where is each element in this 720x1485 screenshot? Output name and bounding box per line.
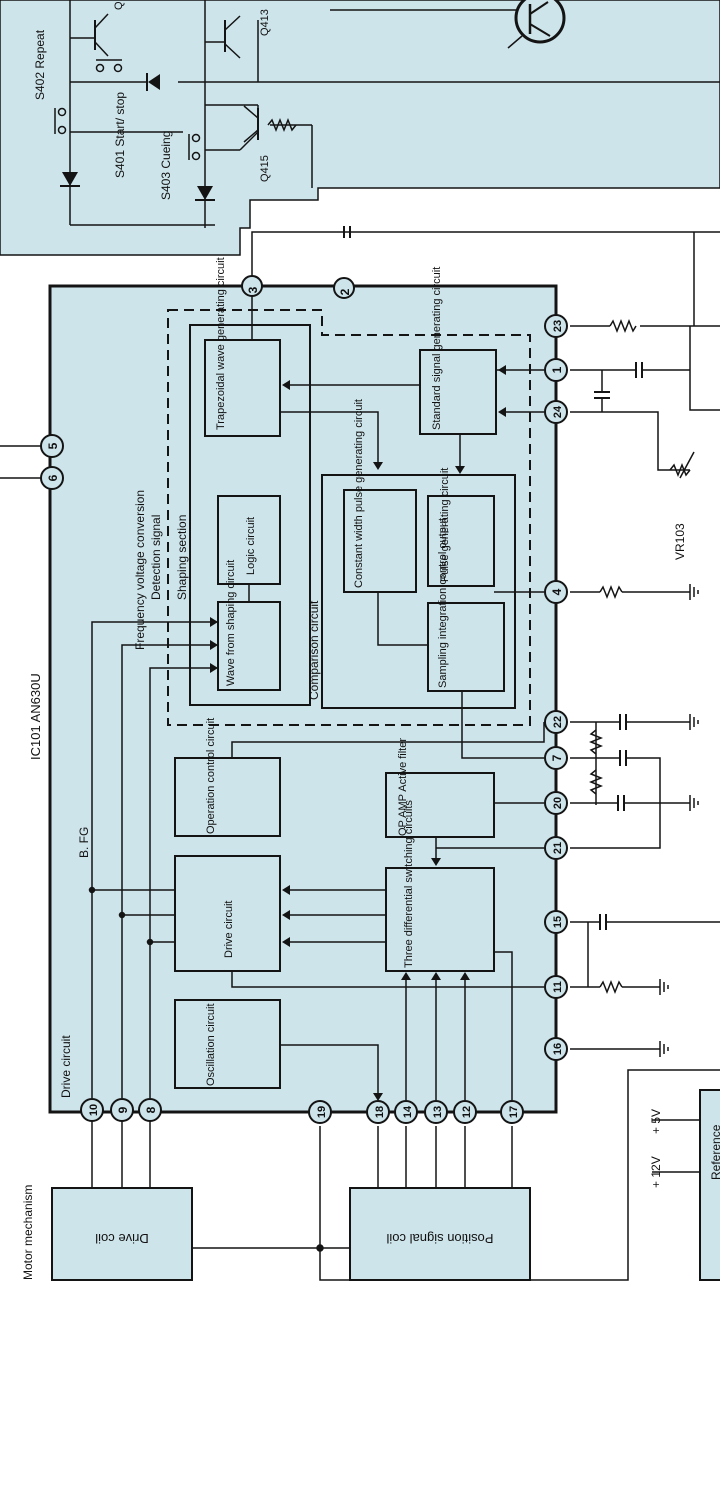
bfg-label: B. FG [77,827,91,858]
svg-text:18: 18 [374,1106,386,1118]
external-blocks: Drive coil Position signal coil Motor me… [21,523,720,1281]
v12-label: + 12V [649,1156,663,1188]
svg-text:17: 17 [508,1106,520,1118]
pin-12: 12 [453,1100,477,1124]
phototransistor-icon [507,0,566,49]
pin-20: 20 [544,791,568,815]
svg-text:13: 13 [432,1106,444,1118]
svg-text:24: 24 [552,405,564,418]
switch-panel: S402 Repeat S401 Start/ stop S403 Cueing… [0,0,720,256]
pin-1: 1 [544,358,568,382]
oscillation-label: Oscillation circuit [205,1003,217,1086]
pin-11: 11 [544,975,568,999]
pin-14: 14 [394,1100,418,1124]
s401-label: S401 Start/ stop [113,92,127,178]
position-coil-label: Position signal coil [386,1231,493,1246]
pin-18: 18 [366,1100,390,1124]
pin-3: 3 [241,275,263,297]
pin-2: 2 [333,277,355,299]
trapezoidal-label: Trapezoidal wave generating circuit [215,257,227,430]
q415-label: Q415 [259,155,271,182]
svg-text:16: 16 [552,1043,564,1055]
svg-text:1: 1 [550,366,564,373]
detection-label: Detection signal [149,515,163,600]
svg-text:3: 3 [246,286,260,293]
pin-markers: 3 2 23 1 24 5 6 4 22 7 20 21 15 11 16 10… [40,275,568,1124]
pin-15: 15 [544,910,568,934]
v5-label: + 5V [649,1109,663,1134]
q413-label: Q413 [259,9,271,36]
svg-text:12: 12 [461,1106,473,1118]
comparison-label: Comparison circuit [307,600,321,700]
constant-width-label: Constant width pulse generating circuit [353,399,365,588]
svg-text:19: 19 [316,1106,328,1118]
pulse-label: Pulse generating circuit [439,468,451,582]
svg-text:4: 4 [550,588,564,595]
pin-9: 9 [110,1098,134,1122]
pin-6: 6 [40,466,64,490]
shaping-section-label: Shaping section [175,515,189,600]
s403-label: S403 Cueing [159,131,173,200]
pin-16: 16 [544,1037,568,1061]
svg-text:6: 6 [46,474,60,481]
pin-4: 4 [544,580,568,604]
ic101-body: IC101 AN630U Drive circuit B. FG Frequen… [28,257,558,1114]
pin-21: 21 [544,836,568,860]
logic-label: Logic circuit [245,517,257,575]
svg-text:2: 2 [338,288,352,295]
standard-label: Standard signal generating circuit [431,267,443,430]
sampling-label: Sampling integration control output [437,518,449,688]
svg-text:21: 21 [552,842,564,854]
pin-24: 24 [544,400,568,424]
drive-block-label: Drive circuit [223,901,235,958]
drive-circuit-label: Drive circuit [59,1035,73,1098]
pin-8: 8 [138,1098,162,1122]
svg-text:10: 10 [88,1104,100,1116]
drive-coil-label: Drive coil [95,1231,149,1246]
s402-label: S402 Repeat [33,29,47,100]
svg-text:20: 20 [552,797,564,809]
pin-5: 5 [40,434,64,458]
pin-10: 10 [80,1098,104,1122]
wave-shaping-label: Wave from shaping circuit [225,560,237,686]
op-amp-label: OP AMP Active filter [397,738,409,836]
vr103-label: VR103 [673,523,687,560]
svg-text:8: 8 [144,1106,158,1113]
operation-label: Operation control circuit [205,718,217,834]
pin-7: 7 [544,746,568,770]
reference-label: Reference [709,1124,720,1180]
freq-label: Frequency voltage conversion [133,490,147,650]
motor-label: Motor mechanism [21,1185,35,1280]
pin-19: 19 [308,1100,332,1124]
pin-23: 23 [544,314,568,338]
svg-text:15: 15 [552,916,564,928]
svg-text:5: 5 [46,442,60,449]
three-diff-label: Three differential switching circuits [403,800,415,968]
svg-text:14: 14 [402,1105,414,1118]
pin-13: 13 [424,1100,448,1124]
q-top-label: Q [113,1,125,10]
svg-text:7: 7 [550,754,564,761]
ic-title: IC101 AN630U [28,673,43,760]
svg-text:9: 9 [116,1106,130,1113]
pin-22: 22 [544,710,568,734]
svg-text:11: 11 [552,981,564,993]
pin-17: 17 [500,1100,524,1124]
svg-text:23: 23 [552,320,564,332]
svg-text:22: 22 [552,716,564,728]
